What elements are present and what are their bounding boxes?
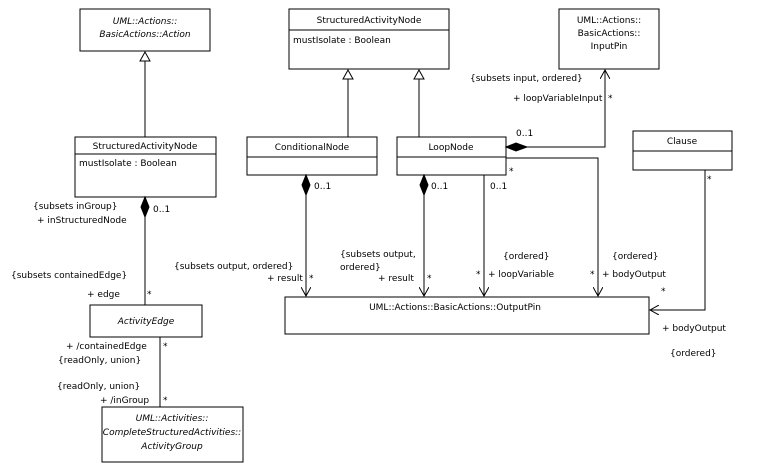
association-clause-body-output	[650, 170, 706, 310]
label-input-subsets: {subsets input, ordered}	[470, 74, 583, 84]
generalization-conditional-to-san	[342, 68, 354, 137]
label-in-group-subsets: {subsets inGroup}	[33, 202, 117, 212]
class-san-left-attr: mustIsolate : Boolean	[79, 159, 177, 169]
label-loopvar-ordered: {ordered}	[503, 252, 550, 262]
generalization-loop-to-san	[413, 68, 425, 137]
label-input-role: + loopVariableInput	[513, 94, 603, 104]
class-input-pin-line2: BasicActions::	[578, 29, 641, 39]
label-in-group-role: + /inGroup	[100, 396, 149, 406]
association-conditional-result	[302, 173, 310, 296]
label-cond-mult-star: *	[309, 274, 314, 284]
class-action-line1: UML::Actions::	[113, 17, 178, 27]
association-loop-body-output	[506, 157, 598, 296]
label-loopvar-role: + loopVariable	[488, 270, 555, 280]
class-input-pin-line3: InputPin	[591, 42, 628, 52]
label-clause-mult-bottom: *	[661, 287, 666, 297]
class-san-left-name: StructuredActivityNode	[93, 142, 198, 152]
label-input-mult: *	[608, 94, 613, 104]
label-cond-mult-01: 0..1	[314, 182, 331, 192]
class-action-line2: BasicActions::Action	[99, 30, 191, 40]
class-san-top-name: StructuredActivityNode	[317, 16, 422, 26]
class-output-pin[interactable]: UML::Actions::BasicActions::OutputPin	[284, 296, 650, 335]
class-input-pin-line1: UML::Actions::	[577, 16, 641, 26]
label-clause-ordered: {ordered}	[670, 349, 717, 359]
label-in-structured-node: + inStructuredNode	[37, 216, 127, 226]
label-body-role: + bodyOutput	[602, 270, 666, 280]
label-in-group-readonly: {readOnly, union}	[57, 382, 140, 392]
label-contained-edge-role: + /containedEdge	[66, 342, 147, 352]
label-edge-mult: *	[147, 290, 152, 300]
label-loop-subsets-line2: ordered}	[340, 263, 381, 273]
label-contained-edge-readonly: {readOnly, union}	[58, 356, 141, 366]
label-contained-edge-subsets: {subsets containedEdge}	[11, 271, 127, 281]
class-activity-group-line1: UML::Activities::	[136, 414, 209, 424]
class-input-pin[interactable]: UML::Actions:: BasicActions:: InputPin	[558, 8, 660, 70]
class-activity-edge[interactable]: ActivityEdge	[89, 304, 203, 338]
label-contained-edge-mult: *	[163, 342, 168, 352]
generalization-san-to-action	[139, 50, 151, 137]
association-loop-result	[420, 173, 428, 296]
class-action[interactable]: UML::Actions:: BasicActions::Action	[79, 8, 211, 52]
association-loop-variable-input	[504, 70, 605, 152]
class-activity-group[interactable]: UML::Activities:: CompleteStructuredActi…	[101, 406, 244, 463]
class-activity-edge-name: ActivityEdge	[117, 317, 175, 327]
label-cond-result: + result	[267, 274, 303, 284]
label-edge-role: + edge	[87, 290, 120, 300]
label-body-ordered: {ordered}	[612, 252, 659, 262]
class-clause[interactable]: Clause	[632, 130, 733, 171]
label-in-group-mult: *	[163, 396, 168, 406]
class-loop-node[interactable]: LoopNode	[396, 136, 507, 176]
class-loop-node-name: LoopNode	[428, 143, 474, 153]
label-loop-mult-01: 0..1	[431, 182, 448, 192]
class-activity-group-line3: ActivityGroup	[140, 442, 203, 452]
label-loopvar-mult-01: 0..1	[490, 182, 507, 192]
class-output-pin-name: UML::Actions::BasicActions::OutputPin	[369, 303, 541, 313]
label-clause-mult-top: *	[707, 175, 712, 185]
label-body-mult: *	[590, 270, 595, 280]
label-input-loop-01: 0..1	[516, 129, 533, 139]
class-conditional-node-name: ConditionalNode	[275, 143, 350, 153]
label-left-mult-01: 0..1	[153, 205, 170, 215]
label-loop-result-mult: *	[427, 274, 432, 284]
label-loop-subsets-line1: {subsets output,	[340, 250, 416, 260]
label-loop-result: + result	[378, 274, 414, 284]
class-conditional-node[interactable]: ConditionalNode	[246, 136, 378, 176]
association-san-edge	[140, 195, 150, 305]
label-clause-role: + bodyOutput	[662, 324, 726, 334]
class-structured-activity-node-top[interactable]: StructuredActivityNode mustIsolate : Boo…	[288, 8, 450, 70]
class-activity-group-line2: CompleteStructuredActivities::	[103, 428, 241, 438]
label-loopvar-mult: *	[476, 270, 481, 280]
class-structured-activity-node-left[interactable]: StructuredActivityNode mustIsolate : Boo…	[74, 136, 217, 198]
label-loop-star-right: *	[509, 167, 514, 177]
class-san-top-attr: mustIsolate : Boolean	[293, 36, 391, 46]
class-clause-name: Clause	[667, 137, 698, 147]
label-cond-subsets: {subsets output, ordered}	[174, 262, 293, 272]
